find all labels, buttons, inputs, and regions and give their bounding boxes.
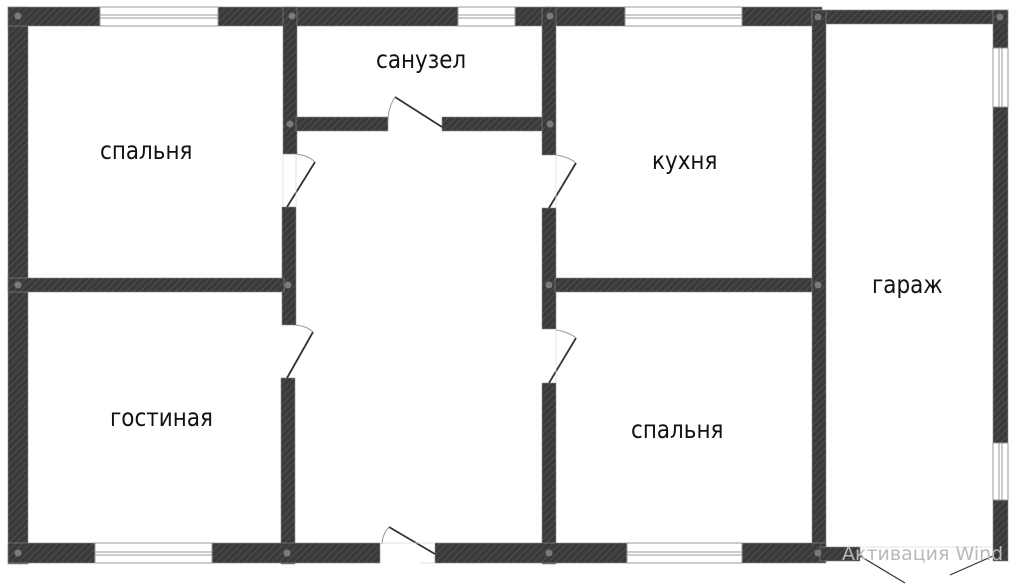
door-entrance — [380, 526, 436, 564]
door-bedroom-1 — [282, 153, 316, 208]
room-label-bedroom-1: спальня — [100, 136, 193, 165]
wall-top-4 — [741, 6, 823, 27]
wall-garage-right-2 — [992, 106, 1009, 444]
room-label-bathroom: санузел — [376, 45, 467, 74]
wall-bath-bottom-1 — [295, 116, 389, 132]
door-bathroom — [387, 96, 443, 128]
wall-garage-left — [811, 9, 827, 549]
window-bottom-bedroom — [626, 542, 743, 564]
window-top-bedroom — [99, 6, 219, 27]
wall-bath-bottom-2 — [441, 116, 544, 132]
windows — [94, 6, 1009, 564]
wall-vert-left-1 — [282, 6, 298, 155]
room-label-living-room: гостиная — [110, 403, 213, 432]
windows-activation-watermark: Активация Wind — [842, 543, 1004, 565]
wall-top-1 — [7, 6, 101, 27]
doors — [282, 96, 994, 584]
wall-horiz-left — [7, 277, 285, 293]
door-garage-gate — [859, 546, 994, 584]
wall-vert-right-1 — [541, 6, 557, 156]
wall-bottom-2 — [211, 542, 381, 564]
window-garage-right-top — [992, 47, 1009, 108]
room-label-kitchen: кухня — [652, 146, 718, 175]
room-label-bedroom-2: спальня — [631, 415, 724, 444]
wall-bottom-4 — [741, 542, 827, 564]
walls — [7, 6, 1009, 565]
wall-horiz-right — [554, 277, 813, 293]
wall-vert-left-3 — [280, 377, 296, 565]
window-garage-right-bottom — [992, 442, 1009, 501]
door-living-room — [286, 324, 314, 379]
wall-vert-right-3 — [541, 382, 557, 565]
wall-vert-left-2 — [281, 206, 297, 326]
wall-garage-top — [811, 9, 1009, 25]
wall-joints — [14, 12, 1004, 557]
window-top-bathroom — [457, 6, 516, 27]
wall-top-2 — [217, 6, 459, 27]
wall-top-3 — [514, 6, 626, 27]
door-bedroom-2 — [548, 329, 577, 384]
wall-vert-right-2 — [541, 207, 557, 330]
wall-bottom-3 — [434, 542, 628, 564]
room-label-garage: гараж — [872, 270, 943, 299]
door-kitchen — [548, 154, 577, 209]
window-top-kitchen — [624, 6, 743, 27]
window-bottom-living — [94, 542, 213, 564]
